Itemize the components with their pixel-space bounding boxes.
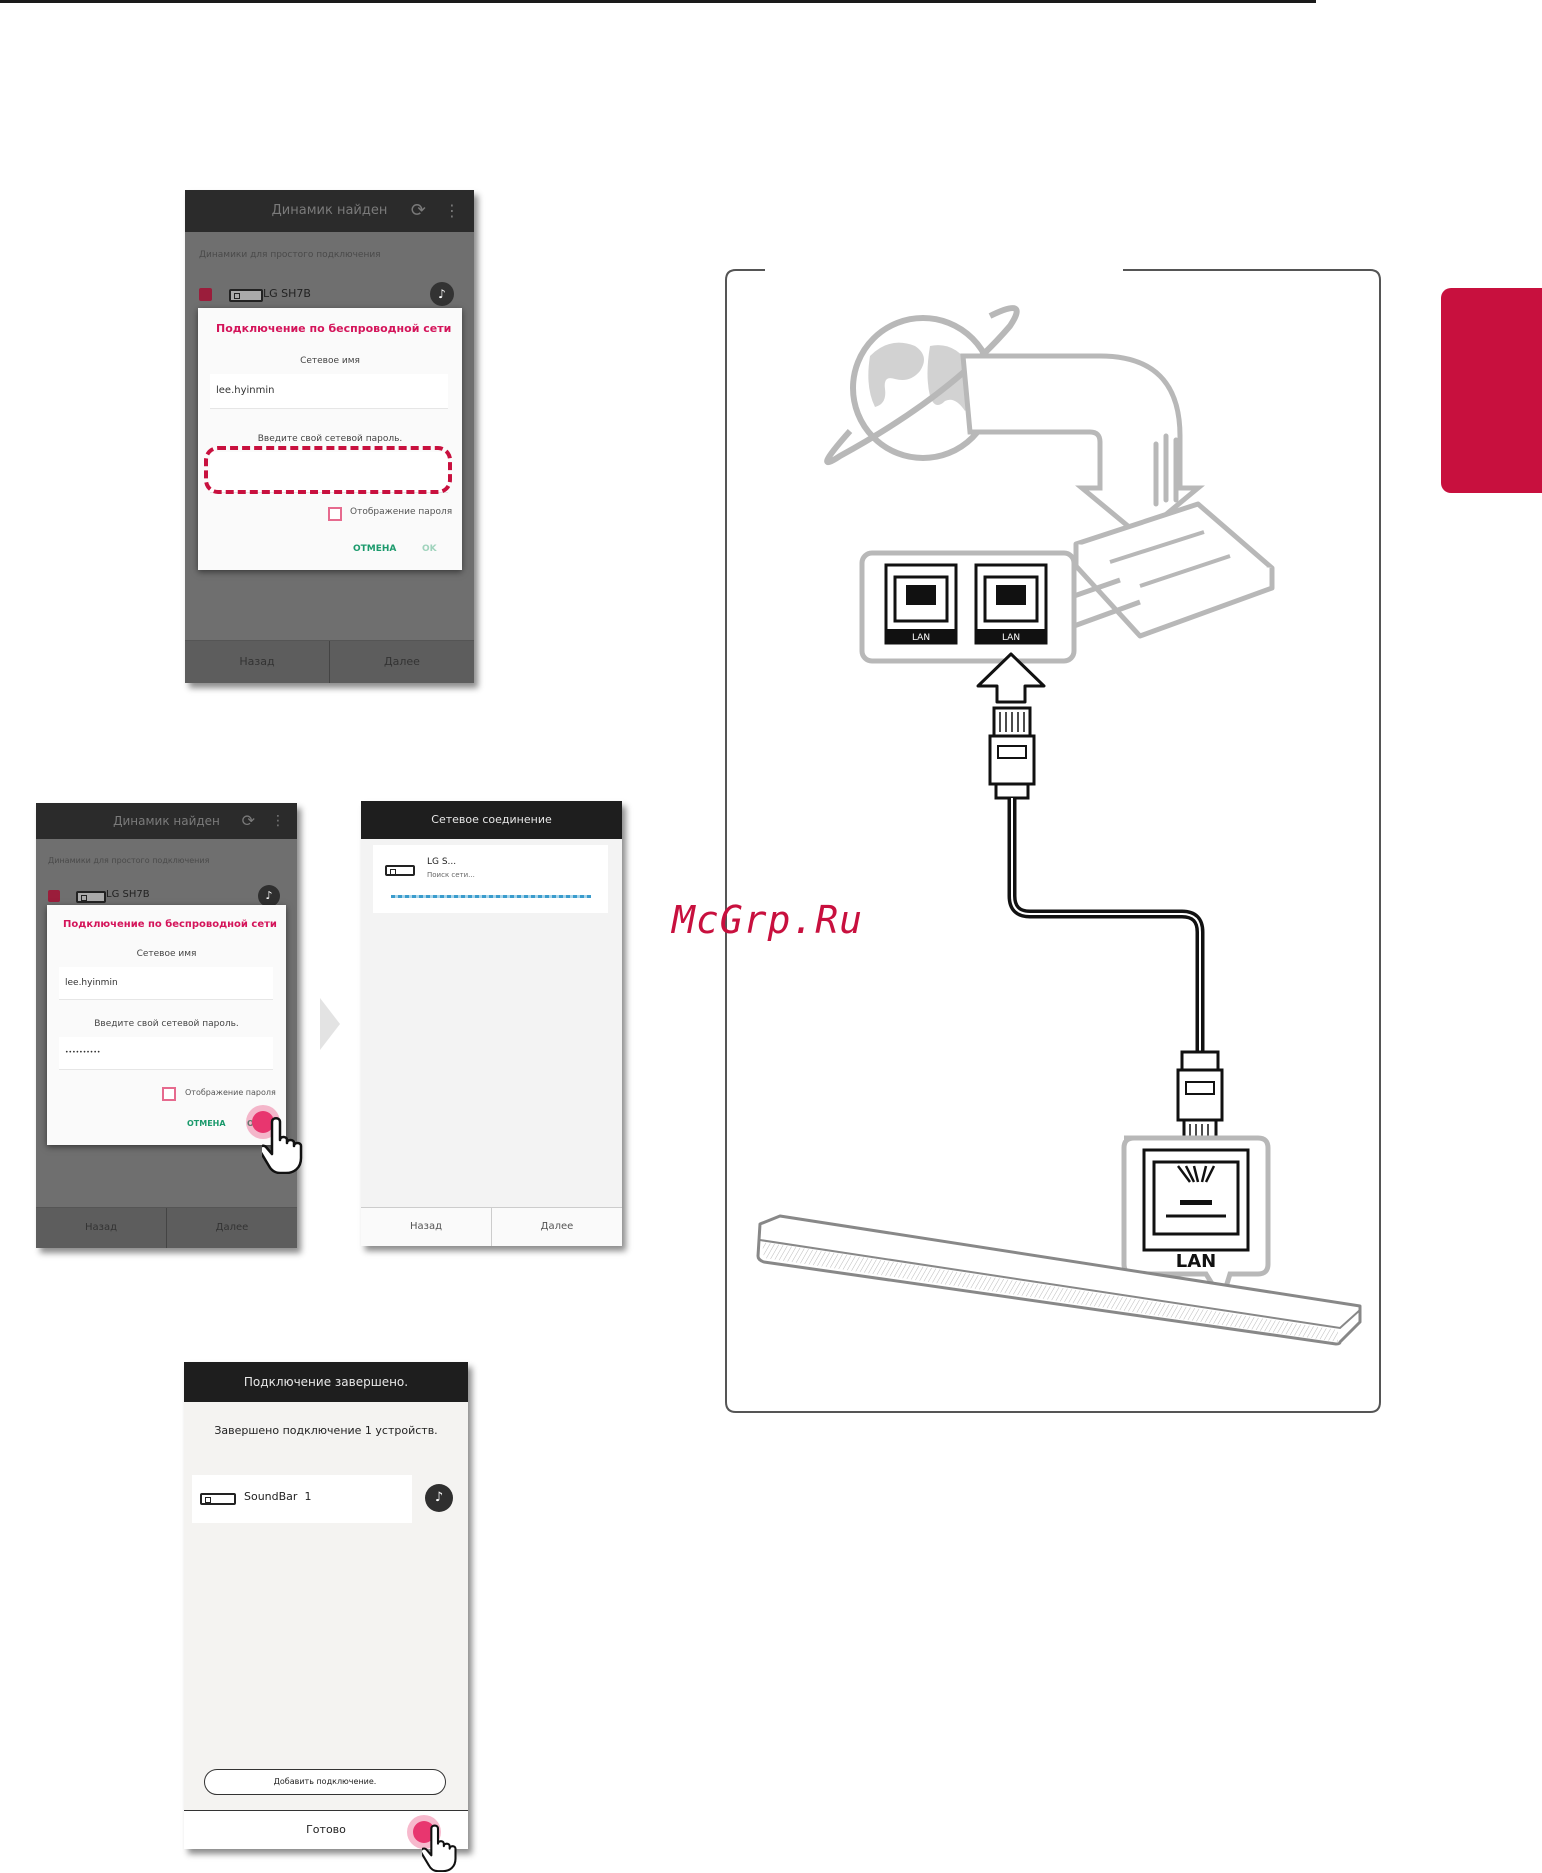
wifi-dialog-2: Подключение по беспроводной сети Сетевое… bbox=[47, 905, 286, 1145]
network-name-label: Сетевое имя bbox=[136, 949, 197, 959]
device-name: LG S... bbox=[427, 857, 457, 867]
next-button[interactable]: Далее bbox=[166, 1208, 297, 1248]
screen2-footer: Назад Далее bbox=[36, 1207, 297, 1248]
screen4-title: Подключение завершено. bbox=[243, 1375, 409, 1389]
router-icon bbox=[1073, 433, 1275, 639]
soundbar-device-icon bbox=[756, 1214, 1362, 1346]
internet-globe-icon bbox=[824, 305, 1020, 466]
device-name: LG SH7B bbox=[106, 889, 150, 900]
soundbar-icon bbox=[76, 891, 106, 903]
lan-connection-diagram: LAN LAN LAN bbox=[725, 269, 1381, 1413]
screen2-subtitle: Динамики для простого подключения bbox=[48, 856, 210, 865]
phone-screen-3: Сетевое соединение LG S... Поиск сети...… bbox=[361, 801, 622, 1246]
screen1-header: Динамик найден ⟳ ⋮ bbox=[185, 190, 474, 232]
refresh-icon[interactable]: ⟳ bbox=[241, 811, 255, 830]
next-step-arrow-icon bbox=[320, 998, 340, 1050]
cancel-button[interactable]: ОТМЕНА bbox=[187, 1119, 226, 1128]
ethernet-plug-bottom-icon bbox=[1176, 1050, 1224, 1146]
top-rule bbox=[0, 0, 1316, 3]
dialog-title: Подключение по беспроводной сети bbox=[63, 919, 277, 930]
screen3-title: Сетевое соединение bbox=[431, 813, 552, 826]
screen3-footer: Назад Далее bbox=[361, 1207, 622, 1246]
done-button[interactable]: Готово bbox=[306, 1823, 346, 1836]
device-checkbox[interactable] bbox=[199, 288, 212, 301]
soundbar-lan-port-icon bbox=[1142, 1148, 1250, 1252]
soundbar-icon bbox=[229, 289, 263, 302]
ethernet-plug-top-icon bbox=[988, 706, 1036, 800]
bell-icon[interactable]: ♪ bbox=[430, 282, 454, 306]
phone-screen-2: Динамик найден ⟳ ⋮ Динамики для простого… bbox=[36, 803, 297, 1248]
password-label: Введите свой сетевой пароль. bbox=[94, 1019, 239, 1029]
next-button[interactable]: Далее bbox=[491, 1208, 622, 1246]
more-menu-icon[interactable]: ⋮ bbox=[271, 813, 285, 829]
lan-port-2-label: LAN bbox=[1002, 633, 1020, 643]
wifi-dialog-1: Подключение по беспроводной сети Сетевое… bbox=[198, 308, 462, 570]
ethernet-cable bbox=[1007, 798, 1205, 1056]
screen2-header: Динамик найден ⟳ ⋮ bbox=[36, 803, 297, 839]
lan-port-1-icon bbox=[884, 563, 958, 645]
device-name: SoundBar 1 bbox=[244, 1490, 312, 1503]
refresh-icon[interactable]: ⟳ bbox=[410, 200, 426, 221]
device-name: LG SH7B bbox=[263, 287, 311, 300]
password-field[interactable]: •••••••••• bbox=[59, 1037, 273, 1070]
device-checkbox[interactable] bbox=[48, 890, 60, 902]
password-label: Введите свой сетевой пароль. bbox=[257, 434, 403, 444]
show-password-label: Отображение пароля bbox=[350, 507, 453, 517]
device-status: Поиск сети... bbox=[427, 871, 475, 879]
screen1-subtitle: Динамики для простого подключения bbox=[199, 250, 381, 260]
bell-icon[interactable]: ♪ bbox=[425, 1484, 453, 1512]
phone-screen-1: Динамик найден ⟳ ⋮ Динамики для простого… bbox=[185, 190, 474, 683]
soundbar-icon bbox=[200, 1493, 236, 1505]
show-password-checkbox[interactable] bbox=[162, 1087, 176, 1101]
network-name-field[interactable]: lee.hyinmin bbox=[59, 967, 273, 1000]
screen3-header: Сетевое соединение bbox=[361, 801, 622, 839]
screen4-header: Подключение завершено. bbox=[184, 1362, 468, 1402]
cancel-button[interactable]: ОТМЕНА bbox=[353, 544, 397, 554]
next-button[interactable]: Далее bbox=[329, 641, 474, 683]
show-password-label: Отображение пароля bbox=[185, 1088, 276, 1097]
screen2-title: Динамик найден bbox=[113, 814, 220, 828]
tap-indicator bbox=[252, 1111, 274, 1133]
insert-arrow-icon bbox=[976, 652, 1046, 704]
tap-indicator bbox=[413, 1821, 435, 1843]
soundbar-icon bbox=[385, 865, 415, 876]
add-connection-button[interactable]: Добавить подключение. bbox=[204, 1769, 446, 1795]
back-button[interactable]: Назад bbox=[239, 655, 275, 668]
section-tab bbox=[1441, 288, 1542, 493]
more-menu-icon[interactable]: ⋮ bbox=[444, 201, 460, 220]
back-button[interactable]: Назад bbox=[409, 1221, 442, 1232]
network-name-field[interactable]: lee.hyinmin bbox=[210, 374, 448, 409]
device-card: SoundBar 1 bbox=[192, 1475, 412, 1523]
completion-message: Завершено подключение 1 устройств. bbox=[214, 1424, 438, 1437]
hand-pointer-icon bbox=[262, 1117, 303, 1174]
search-progress-bar bbox=[391, 895, 591, 898]
password-highlight bbox=[204, 446, 452, 494]
ok-button[interactable]: OK bbox=[422, 544, 437, 554]
hand-pointer-icon bbox=[422, 1824, 457, 1872]
lan-port-1-label: LAN bbox=[912, 633, 930, 643]
screen1-title: Динамик найден bbox=[271, 203, 388, 218]
network-name-label: Сетевое имя bbox=[300, 356, 360, 366]
lan-port-2-icon bbox=[974, 563, 1048, 645]
back-button[interactable]: Назад bbox=[84, 1222, 117, 1233]
bell-icon[interactable]: ♪ bbox=[258, 885, 280, 907]
screen1-footer: Назад Далее bbox=[185, 640, 474, 683]
dialog-title: Подключение по беспроводной сети bbox=[216, 322, 452, 335]
phone-screen-4: Подключение завершено. Завершено подключ… bbox=[184, 1362, 468, 1849]
soundbar-lan-port-label: LAN bbox=[1176, 1251, 1216, 1272]
device-card: LG S... Поиск сети... bbox=[373, 845, 608, 913]
watermark: McGrp.Ru bbox=[672, 898, 864, 942]
show-password-checkbox[interactable] bbox=[328, 507, 342, 521]
